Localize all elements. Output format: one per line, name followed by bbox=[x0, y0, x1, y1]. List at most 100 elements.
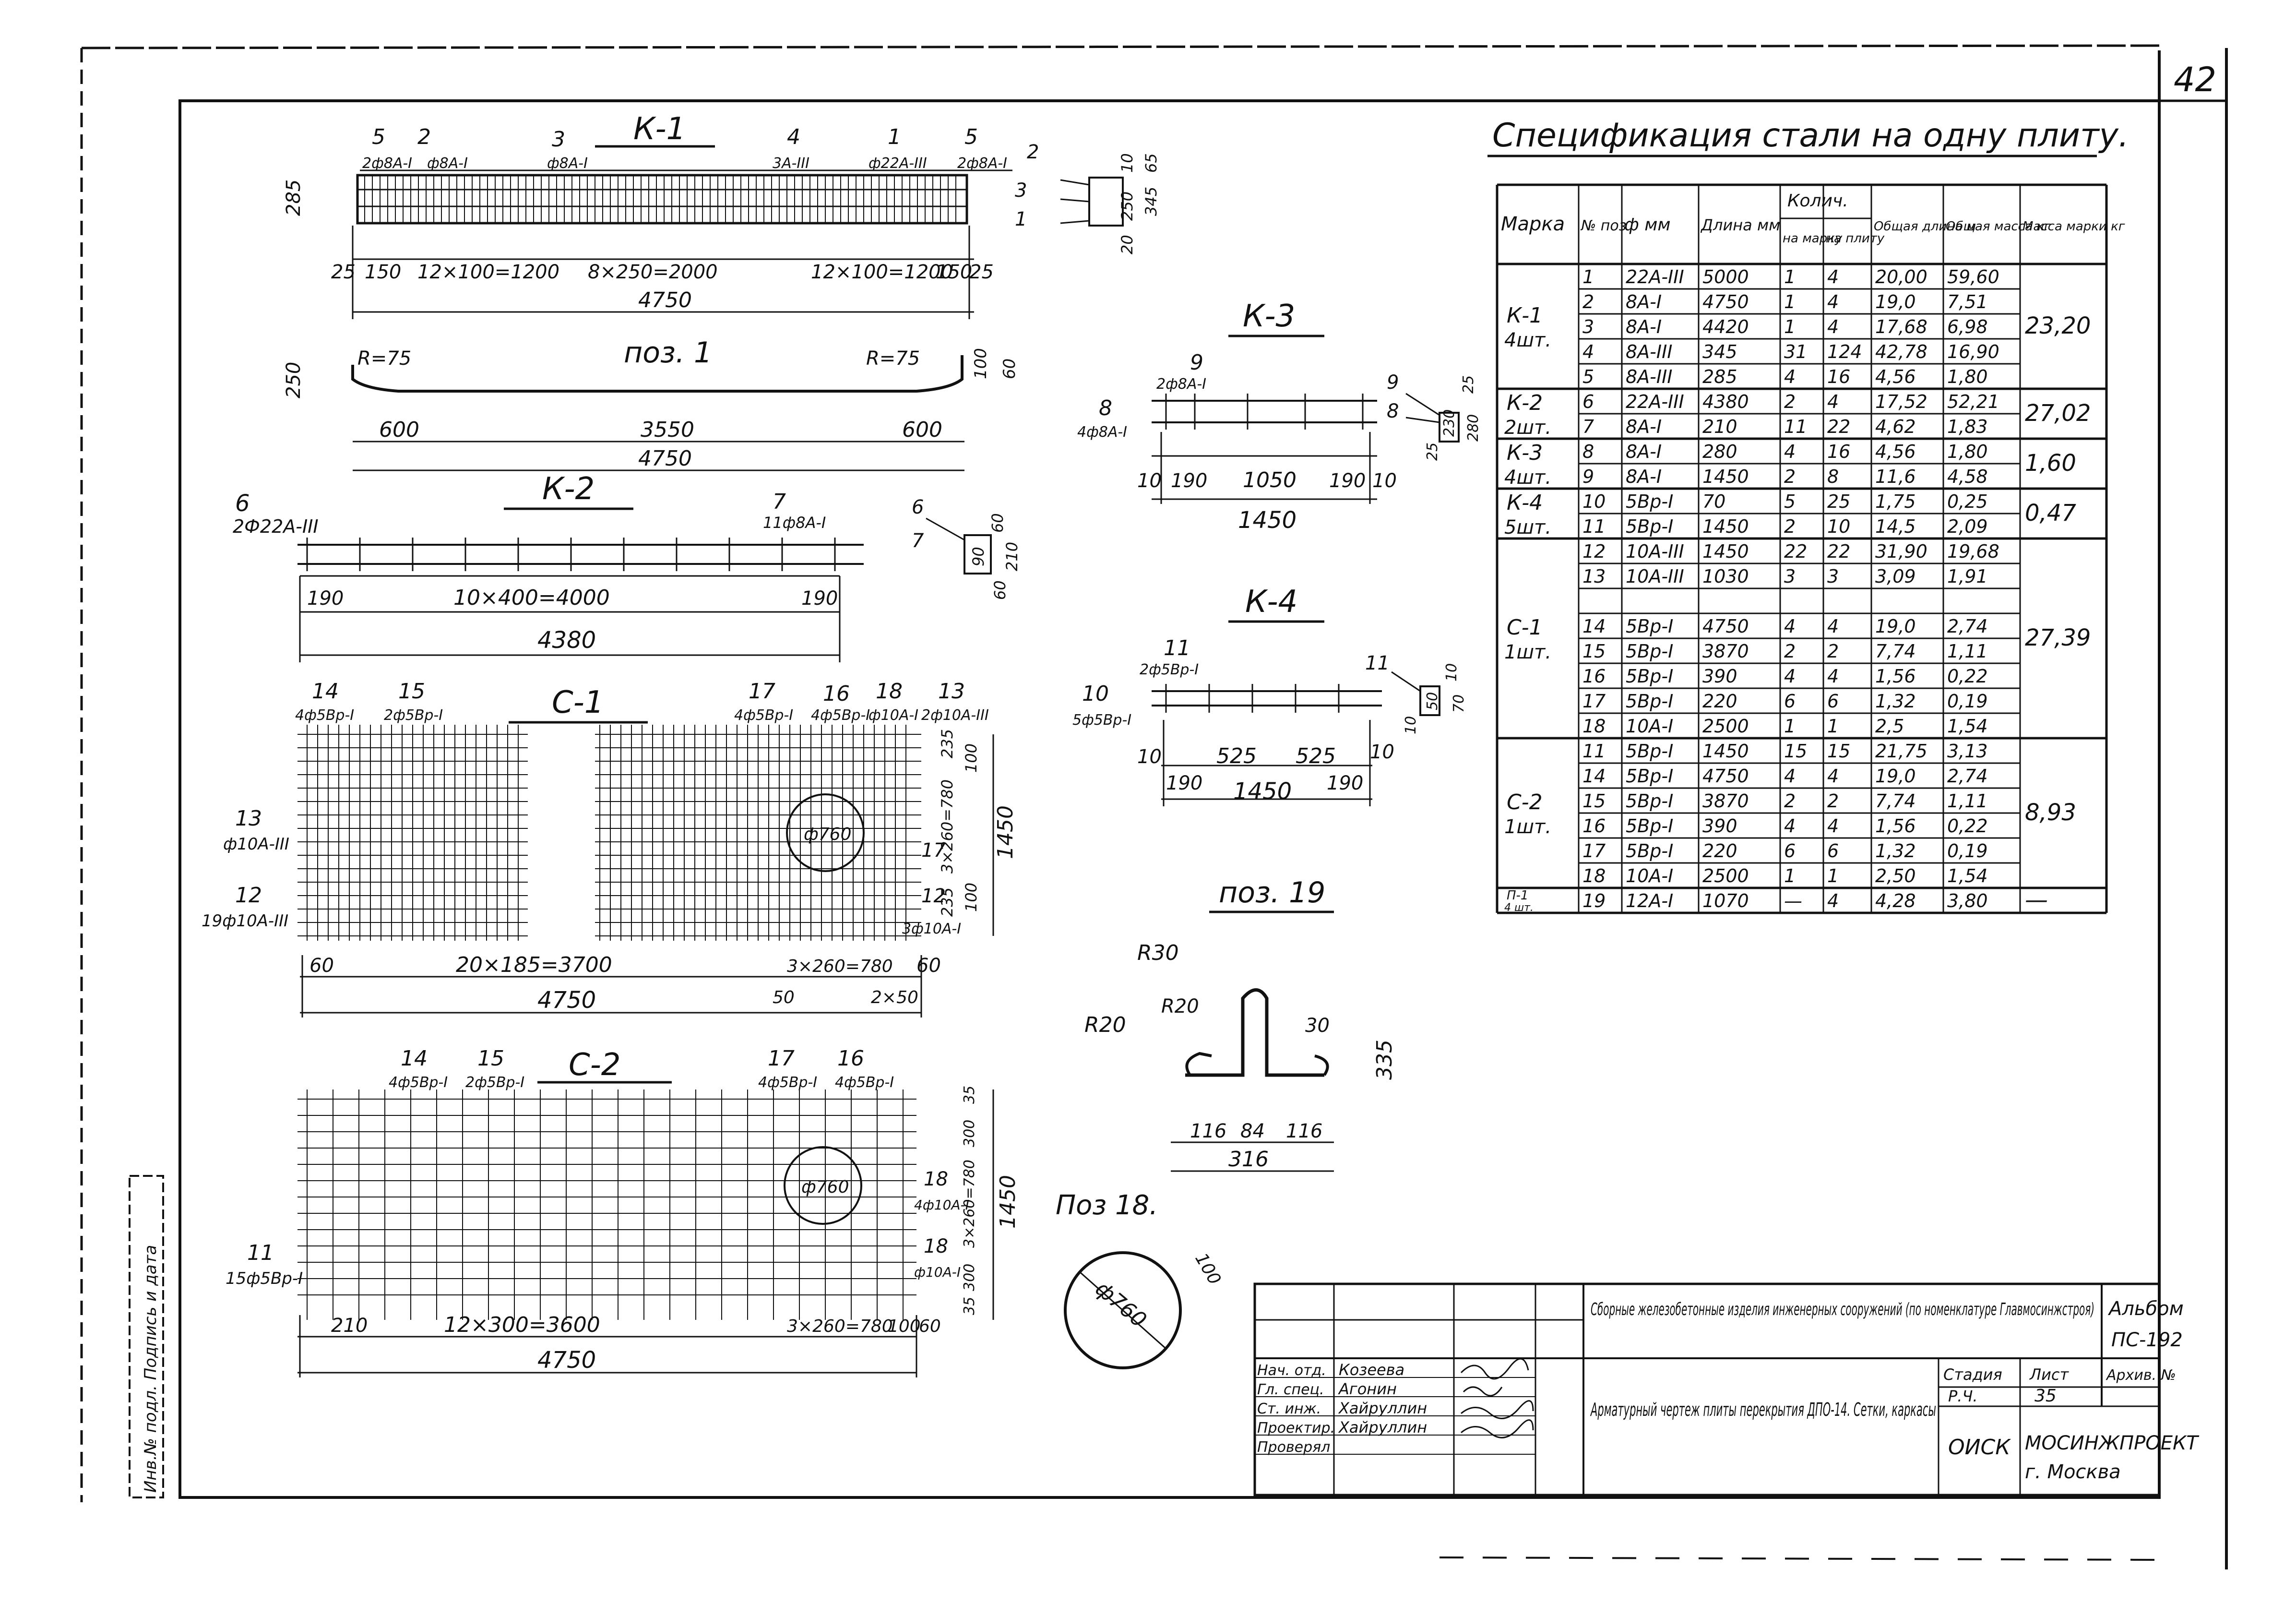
spec-cell: 15 bbox=[1784, 741, 1807, 762]
spec-cell: 22А-III bbox=[1626, 391, 1684, 412]
spec-cell: 1,83 bbox=[1947, 416, 1988, 437]
spec-cell: 2 bbox=[1827, 641, 1839, 662]
spec-cell: 15 bbox=[1582, 790, 1606, 812]
c2-right-dim-4: 300 bbox=[961, 1264, 978, 1291]
spec-group-count: 1шт. bbox=[1504, 641, 1551, 663]
spec-cell: 124 bbox=[1827, 341, 1862, 362]
c1-top-pos-2: 15 bbox=[398, 679, 425, 704]
spec-cell: 1,80 bbox=[1947, 366, 1988, 387]
spec-cell: 2 bbox=[1784, 790, 1796, 812]
c1-sub-dim-2: 2×50 bbox=[871, 988, 918, 1007]
k3-mark-8: 4ф8А-I bbox=[1077, 424, 1127, 441]
k3-sec-dim-3: 280 bbox=[1465, 414, 1482, 442]
spec-cell: 210 bbox=[1702, 416, 1737, 437]
spec-header-total-len: Общая длина м bbox=[1874, 219, 1976, 234]
spec-cell: 16 bbox=[1582, 666, 1606, 687]
pos1-end-2: 60 bbox=[1000, 359, 1019, 379]
k1-mark-1: 2ф8А-I bbox=[362, 155, 412, 172]
c2-right-dim-5: 35 bbox=[961, 1297, 978, 1315]
spec-cell: 390 bbox=[1702, 815, 1737, 837]
spec-cell: 0,22 bbox=[1947, 815, 1988, 837]
spec-cell: 10 bbox=[1827, 516, 1850, 537]
k4-frame: К-4 11 2ф5Вр-I 10 5ф5Вр-I 10 525 525 10 … bbox=[1072, 584, 1467, 806]
c2-right-dim-3: 3×260=780 bbox=[961, 1160, 978, 1248]
k2-dim-2: 10×400=4000 bbox=[453, 586, 610, 610]
c1-right-mark: 3ф10А-I bbox=[902, 921, 961, 937]
k4-mark-10: 5ф5Вр-I bbox=[1072, 712, 1131, 729]
spec-cell: 2 bbox=[1784, 641, 1796, 662]
pos1-dim-1: 600 bbox=[379, 418, 419, 442]
spec-cell: 3 bbox=[1582, 316, 1594, 337]
spec-cell: 5Вр-I bbox=[1626, 790, 1673, 812]
spec-cell: 5Вр-I bbox=[1626, 840, 1673, 862]
spec-cell: 6,98 bbox=[1947, 316, 1988, 337]
pos19-dim-2: 84 bbox=[1240, 1120, 1265, 1142]
spec-cell: 4 bbox=[1784, 366, 1796, 387]
spec-cell: 4,28 bbox=[1875, 890, 1916, 911]
spec-cell: 4 bbox=[1827, 291, 1839, 312]
spec-group-mark: К-1 bbox=[1507, 303, 1543, 328]
spec-cell: 2 bbox=[1827, 790, 1839, 812]
stamp-name-3: Хайруллин bbox=[1338, 1399, 1427, 1417]
k4-title: К-4 bbox=[1245, 584, 1297, 620]
c1-total: 4750 bbox=[537, 987, 596, 1014]
stamp-stage-label: Стадия bbox=[1943, 1365, 2002, 1384]
spec-cell: 4 bbox=[1827, 766, 1839, 787]
spec-cell: 4 bbox=[1784, 666, 1796, 687]
k1-total: 4750 bbox=[638, 288, 692, 312]
c2-hole-label: ф760 bbox=[801, 1177, 849, 1197]
spec-cell: 5Вр-I bbox=[1626, 641, 1673, 662]
spec-cell: 22 bbox=[1827, 541, 1850, 562]
k2-bars bbox=[306, 538, 836, 571]
spec-cell: 2 bbox=[1784, 516, 1796, 537]
k3-bars bbox=[1165, 394, 1364, 430]
pos1-bar: поз. 1 R=75 R=75 250 100 60 600 3550 600… bbox=[283, 336, 1019, 471]
c1-right-dim-4: 100 bbox=[962, 743, 980, 773]
spec-group-mass: 27,02 bbox=[2025, 400, 2091, 427]
k1-pos-3: 3 bbox=[552, 127, 565, 152]
spec-cell: 4 bbox=[1827, 316, 1839, 337]
k3-dim-5: 10 bbox=[1372, 470, 1397, 492]
k4-bars bbox=[1165, 684, 1340, 713]
k1-dim-2: 150 bbox=[365, 261, 401, 283]
spec-cell: 6 bbox=[1827, 691, 1839, 712]
spec-cell: 0,19 bbox=[1947, 840, 1988, 862]
spec-cell: 4 bbox=[1827, 890, 1839, 911]
spec-cell: 18 bbox=[1582, 716, 1606, 737]
spec-cell: 4 bbox=[1827, 391, 1839, 412]
stamp-project-title-text: Сборные железобетонные изделия инженерны… bbox=[1591, 1300, 2094, 1319]
spec-cell: 10 bbox=[1582, 491, 1606, 512]
spec-group-count: 5шт. bbox=[1504, 516, 1551, 539]
spec-cell: 16 bbox=[1827, 366, 1850, 387]
k1-mark-3: ф8А-I bbox=[547, 155, 588, 172]
k4-pos-11: 11 bbox=[1164, 636, 1190, 660]
c1-top-pos-6: 13 bbox=[938, 679, 965, 704]
k2-sec-dim-1: 60 bbox=[988, 513, 1007, 533]
c2-height: 1450 bbox=[996, 1175, 1020, 1229]
c1-top-mark-1: 4ф5Вр-I bbox=[295, 707, 354, 724]
spec-header-qty-mark: на марку bbox=[1783, 231, 1843, 246]
spec-cell: 10А-I bbox=[1626, 865, 1673, 886]
spec-cell: 1 bbox=[1827, 716, 1839, 737]
k4-dim-6: 1450 bbox=[1233, 778, 1292, 805]
spec-cell: 3 bbox=[1827, 566, 1839, 587]
c2-mesh: С-2 ф760 14 15 17 16 4ф5Вр-I 2ф5Вр-I 4ф5… bbox=[226, 1046, 1020, 1377]
spec-cell: 1 bbox=[1827, 865, 1839, 886]
c1-title: С-1 bbox=[552, 685, 604, 720]
c1-left-mark-12: 19ф10А-III bbox=[202, 911, 288, 931]
c2-dim-1: 210 bbox=[331, 1315, 368, 1337]
spec-cell: 1 bbox=[1784, 291, 1796, 312]
spec-cell: 1,54 bbox=[1947, 865, 1988, 886]
c1-hole-label: ф760 bbox=[804, 825, 852, 844]
k3-sec-dim-2: 230 bbox=[1441, 409, 1458, 437]
spec-cell: 10А-III bbox=[1626, 566, 1684, 587]
k4-sec-dim-4: 70 bbox=[1451, 694, 1467, 713]
k2-pos-6: 6 bbox=[235, 490, 250, 517]
spec-cell: 1 bbox=[1784, 865, 1796, 886]
c2-right-dim-1: 35 bbox=[961, 1086, 978, 1104]
spec-cell: 2500 bbox=[1702, 865, 1749, 886]
stamp-role-1: Нач. отд. bbox=[1257, 1362, 1326, 1379]
spec-cell: 22 bbox=[1827, 416, 1850, 437]
k3-total: 1450 bbox=[1238, 507, 1297, 534]
k4-mark-11: 2ф5Вр-I bbox=[1140, 661, 1199, 678]
